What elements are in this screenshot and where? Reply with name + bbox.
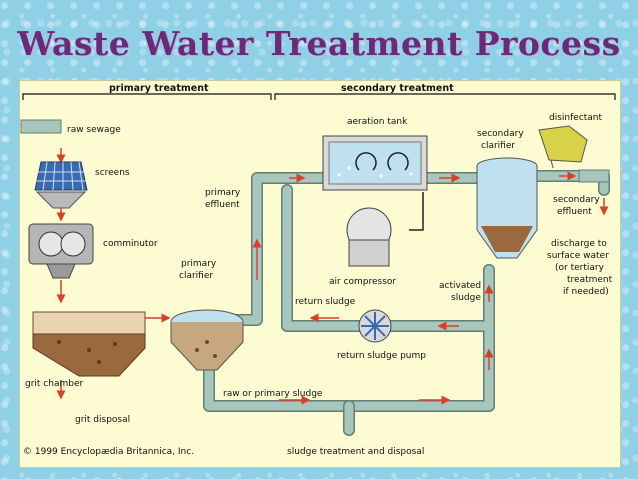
discharge-label-3: (or tertiary	[555, 263, 605, 273]
raw-primary-sludge-label: raw or primary sludge	[223, 389, 323, 399]
primary-clarifier-label-2: clarifier	[179, 271, 213, 281]
primary-effluent-label-2: effluent	[205, 200, 240, 210]
secondary-effluent-label-2: effluent	[557, 207, 592, 217]
secondary-effluent-label-1: secondary	[553, 195, 600, 205]
return-sludge-label: return sludge	[295, 297, 356, 307]
copyright-text: © 1999 Encyclopædia Britannica, Inc.	[23, 447, 194, 457]
raw-sewage-pipe	[20, 119, 62, 134]
secondary-clarifier-label-1: secondary	[477, 129, 524, 139]
primary-clarifier-label-1: primary	[181, 259, 217, 269]
process-diagram: primary treatment secondary treatment	[20, 83, 616, 457]
discharge-pipe	[578, 169, 610, 183]
comminutor-icon	[28, 223, 94, 279]
activated-sludge-label-2: sludge	[451, 293, 481, 303]
disinfectant-label: disinfectant	[549, 113, 603, 123]
return-sludge-pump-icon	[358, 309, 392, 343]
disinfectant-icon	[538, 125, 588, 169]
aeration-tank-label: aeration tank	[347, 117, 408, 127]
secondary-clarifier-icon	[476, 157, 538, 259]
sludge-treatment-label: sludge treatment and disposal	[287, 447, 424, 457]
secondary-treatment-header: secondary treatment	[341, 83, 454, 94]
discharge-label-1: discharge to	[551, 239, 607, 249]
screens-icon	[34, 161, 88, 209]
activated-sludge-label-1: activated	[439, 281, 481, 291]
discharge-label-5: if needed)	[563, 287, 609, 297]
comminutor-label: comminutor	[103, 239, 158, 249]
flow-arrows	[25, 121, 609, 405]
discharge-label-4: treatment	[567, 275, 613, 285]
discharge-label-2: surface water	[547, 251, 609, 261]
grit-disposal-label: grit disposal	[75, 415, 130, 425]
secondary-clarifier-label-2: clarifier	[481, 141, 515, 151]
grit-chamber-label: grit chamber	[25, 379, 83, 389]
aeration-tank-icon	[322, 135, 428, 191]
screens-label: screens	[95, 168, 130, 178]
raw-sewage-label: raw sewage	[67, 125, 121, 135]
air-compressor-label: air compressor	[329, 277, 396, 287]
return-sludge-pump-label: return sludge pump	[337, 351, 426, 361]
primary-treatment-header: primary treatment	[109, 83, 209, 94]
header-brackets	[22, 93, 616, 100]
page-title: Waste Water Treatment Process	[17, 24, 621, 63]
pipes	[204, 171, 609, 411]
pipe-outlines	[203, 170, 610, 412]
primary-clarifier-icon	[170, 309, 244, 371]
primary-effluent-label-1: primary	[205, 188, 241, 198]
grit-chamber-icon	[32, 311, 146, 377]
air-compressor-icon	[346, 192, 424, 267]
